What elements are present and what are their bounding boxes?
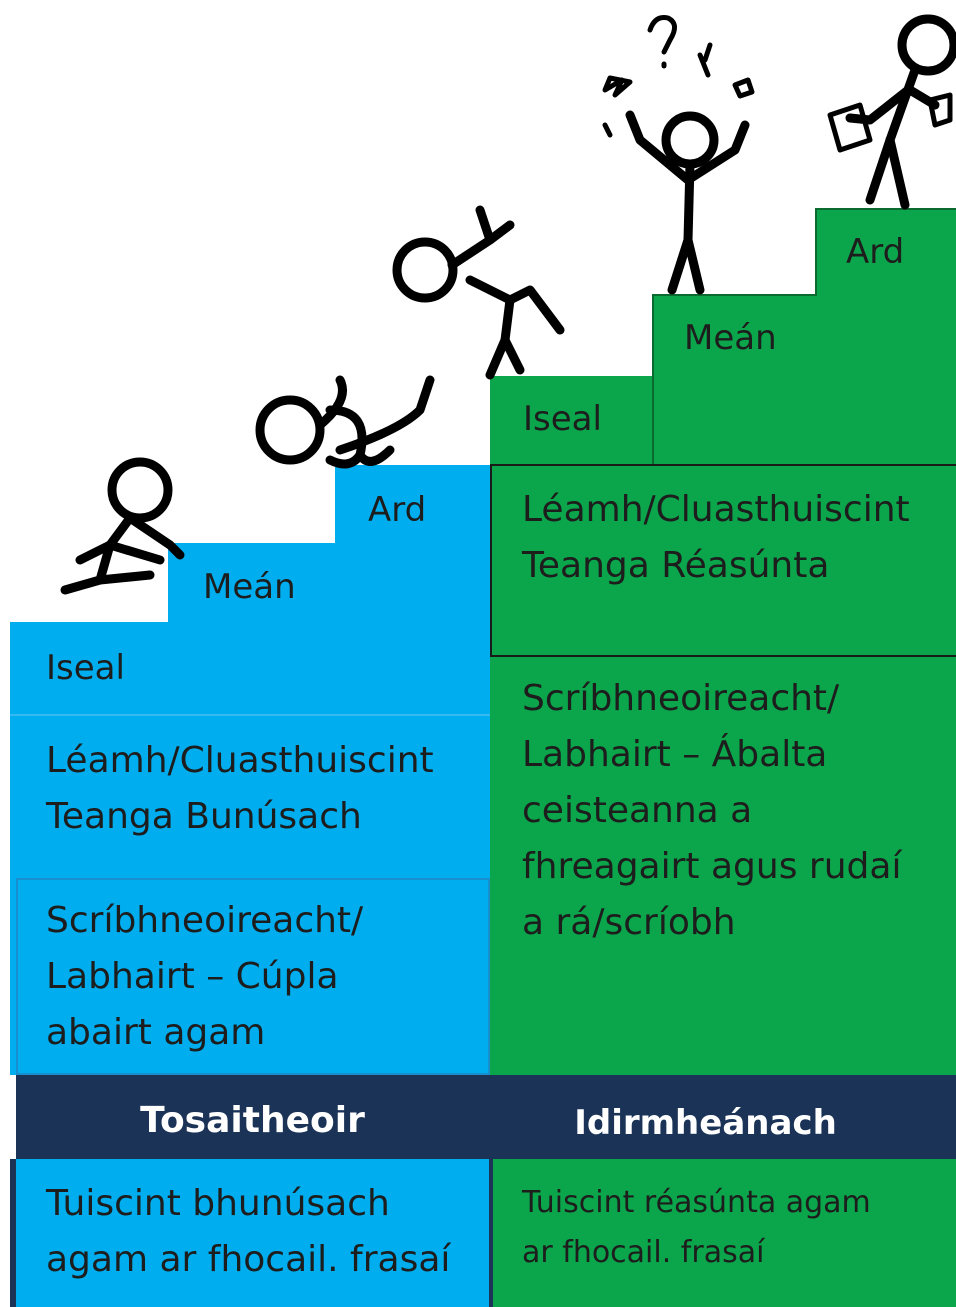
- beginner-understanding-box: [10, 1159, 489, 1307]
- beginner-writing-line: Labhairt – Cúpla: [46, 956, 339, 997]
- beginner-writing-line: abairt agam: [46, 1012, 266, 1053]
- beginner-writing-line: Scríbhneoireacht/: [46, 900, 364, 941]
- beginner-step-label-mean: Meán: [203, 567, 296, 607]
- intermediate-step-mean: [652, 294, 956, 384]
- jumping-figure-icon: [392, 205, 565, 380]
- intermediate-step-edge: [652, 294, 654, 464]
- intermediate-writing-line: a rá/scríobh: [522, 902, 736, 943]
- beginner-writing-box: [16, 878, 490, 1075]
- beginner-reading-text: Léamh/Cluasthuiscint Teanga Bunúsach: [46, 733, 434, 845]
- intermediate-block: [490, 376, 956, 1075]
- intermediate-step-edge: [815, 208, 956, 210]
- intermediate-step-edge: [815, 208, 817, 296]
- intermediate-step-label-ard: Ard: [846, 232, 905, 272]
- intermediate-step-label-mean: Meán: [684, 318, 777, 358]
- intermediate-understanding-line: Tuiscint réasúnta agam: [522, 1185, 871, 1220]
- beginner-step-label-ard: Ard: [368, 490, 427, 530]
- intermediate-writing-line: Scríbhneoireacht/: [522, 678, 840, 719]
- crawling-figure-icon: [60, 457, 185, 595]
- intermediate-header: Idirmheánach: [574, 1103, 837, 1143]
- beginner-understanding-line: Tuiscint bhunúsach: [46, 1183, 390, 1224]
- intermediate-understanding-box: [493, 1159, 956, 1307]
- beginner-reading-line: Teanga Bunúsach: [46, 796, 362, 837]
- beginner-reading-line: Léamh/Cluasthuiscint: [46, 740, 434, 781]
- standing-figure-with-paper-icon: [827, 14, 956, 210]
- intermediate-step-label-iseal: Iseal: [523, 399, 602, 439]
- intermediate-writing-line: fhreagairt agus rudaí: [522, 846, 902, 887]
- intermediate-reading-text: Léamh/Cluasthuiscint Teanga Réasúnta: [522, 482, 910, 594]
- intermediate-understanding-text: Tuiscint réasúnta agam ar fhocail. frasa…: [522, 1178, 871, 1278]
- intermediate-step-edge: [652, 294, 817, 296]
- header-row: [16, 1075, 956, 1159]
- intermediate-reading-line: Teanga Réasúnta: [522, 545, 830, 586]
- intermediate-writing-line: Labhairt – Ábalta: [522, 734, 828, 775]
- beginner-step-ard: [335, 465, 490, 555]
- intermediate-reading-line: Léamh/Cluasthuiscint: [522, 489, 910, 530]
- header-divider: [489, 1075, 493, 1307]
- beginner-header: Tosaitheoir: [140, 1100, 365, 1141]
- tumbling-figure-icon: [255, 375, 435, 469]
- beginner-divider: [10, 714, 490, 716]
- confused-figure-icon: [602, 15, 755, 295]
- intermediate-understanding-line: ar fhocail. frasaí: [522, 1235, 765, 1270]
- intermediate-writing-text: Scríbhneoireacht/ Labhairt – Ábalta ceis…: [522, 671, 901, 951]
- intermediate-writing-line: ceisteanna a: [522, 790, 753, 831]
- beginner-step-label-iseal: Iseal: [46, 648, 125, 688]
- beginner-writing-text: Scríbhneoireacht/ Labhairt – Cúpla abair…: [46, 893, 363, 1061]
- beginner-understanding-line: agam ar fhocail. frasaí: [46, 1239, 451, 1280]
- intermediate-step-ard: [815, 208, 956, 298]
- beginner-block: [10, 622, 490, 1075]
- beginner-understanding-text: Tuiscint bhunúsach agam ar fhocail. fras…: [46, 1176, 450, 1288]
- intermediate-reading-box: [490, 464, 956, 657]
